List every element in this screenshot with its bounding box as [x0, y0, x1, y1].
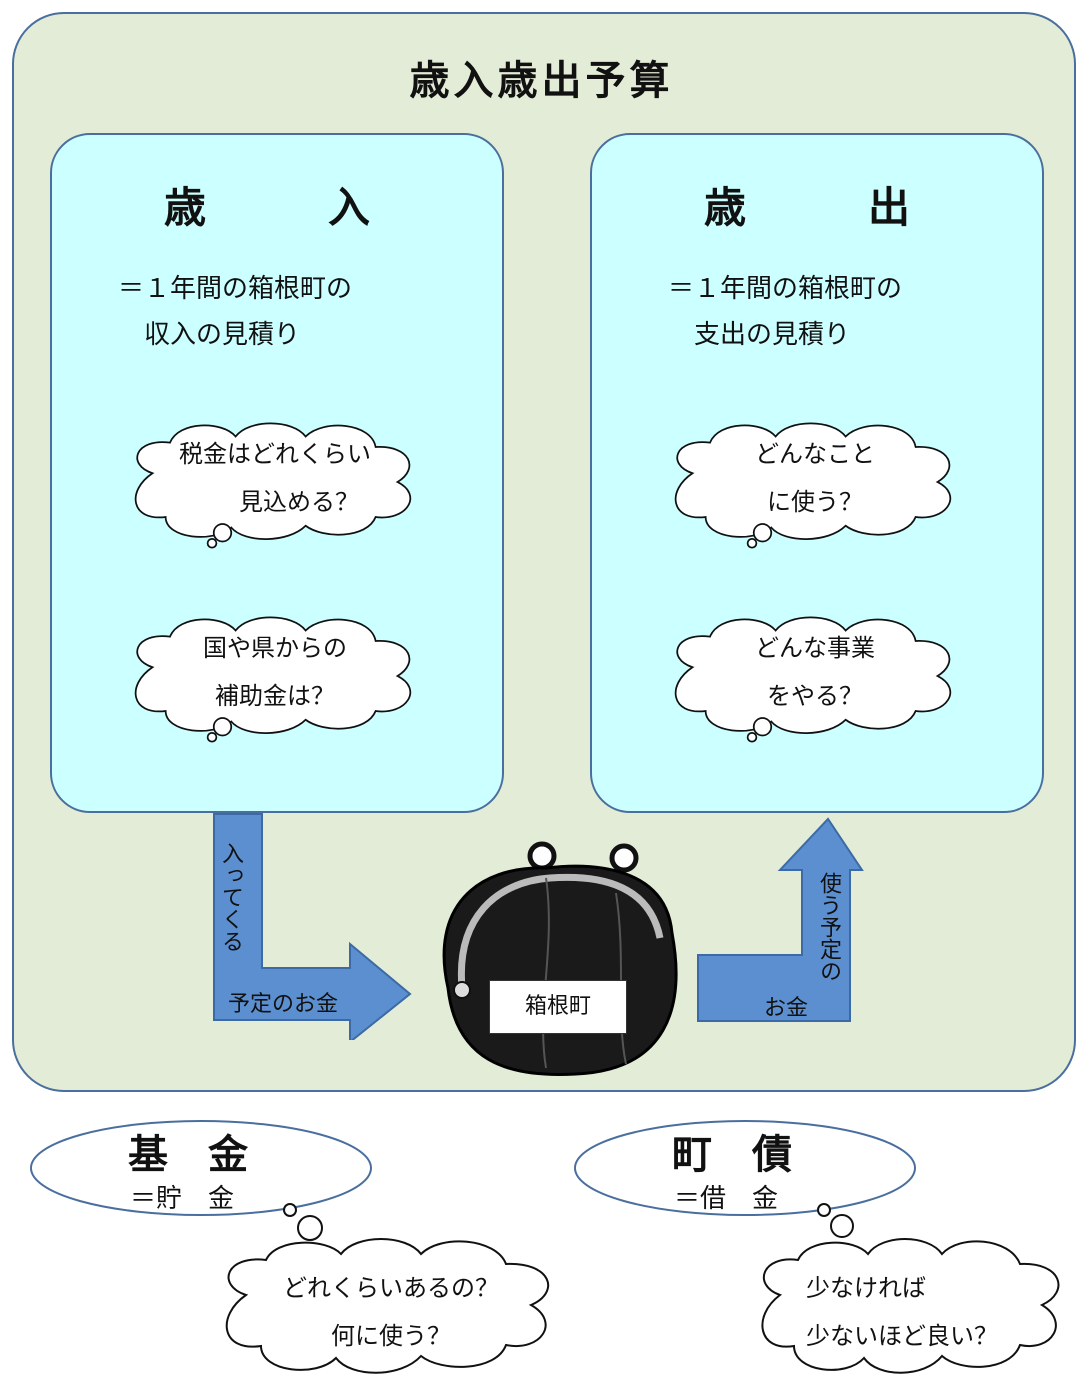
arrow-icon: [213, 813, 412, 1040]
thought-cloud-icon: [761, 1203, 1060, 1374]
purse-label: 箱根町: [489, 980, 627, 1034]
expenditure-description: ＝１年間の箱根町の 支出の見積り: [668, 274, 903, 350]
bond-bubble: 少なければ 少ないほど良い？: [806, 1274, 998, 1350]
expenditure-bubble-1: どんなこと に使う？: [755, 440, 875, 516]
main-title: 歳入歳出予算: [409, 58, 674, 104]
thought-cloud-icon: [134, 422, 412, 549]
bond-oval: [574, 1120, 916, 1216]
revenue-heading: 歳 入: [163, 183, 410, 232]
inflow-horizontal-label: 予定のお金: [228, 992, 339, 1017]
outflow-vertical-label: 使う予定の: [816, 872, 841, 982]
outflow-horizontal-label: お金: [764, 996, 809, 1021]
fund-subtitle: ＝貯 金: [130, 1184, 235, 1214]
thought-cloud-icon: [674, 616, 952, 743]
inflow-vertical-label: 入ってくる: [218, 842, 243, 952]
expenditure-bubble-2: どんな事業 をやる？: [755, 634, 875, 710]
thought-cloud-icon: [225, 1203, 550, 1374]
revenue-description: ＝１年間の箱根町の 収入の見積り: [118, 274, 353, 350]
thought-cloud-icon: [674, 422, 952, 549]
fund-bubble: どれくらいあるの？ 何に使う？: [283, 1274, 499, 1350]
thought-cloud-icon: [134, 616, 412, 743]
expenditure-heading: 歳 出: [703, 183, 950, 232]
arrow-icon: [697, 817, 864, 1022]
revenue-bubble-1: 税金はどれくらい 見込める？: [179, 440, 371, 516]
coin-purse-icon: [442, 841, 678, 1077]
fund-title: 基金: [128, 1132, 288, 1178]
bond-subtitle: ＝借 金: [674, 1184, 779, 1214]
revenue-bubble-2: 国や県からの 補助金は？: [203, 634, 347, 710]
fund-oval: [30, 1120, 372, 1216]
bond-title: 町債: [672, 1132, 832, 1178]
